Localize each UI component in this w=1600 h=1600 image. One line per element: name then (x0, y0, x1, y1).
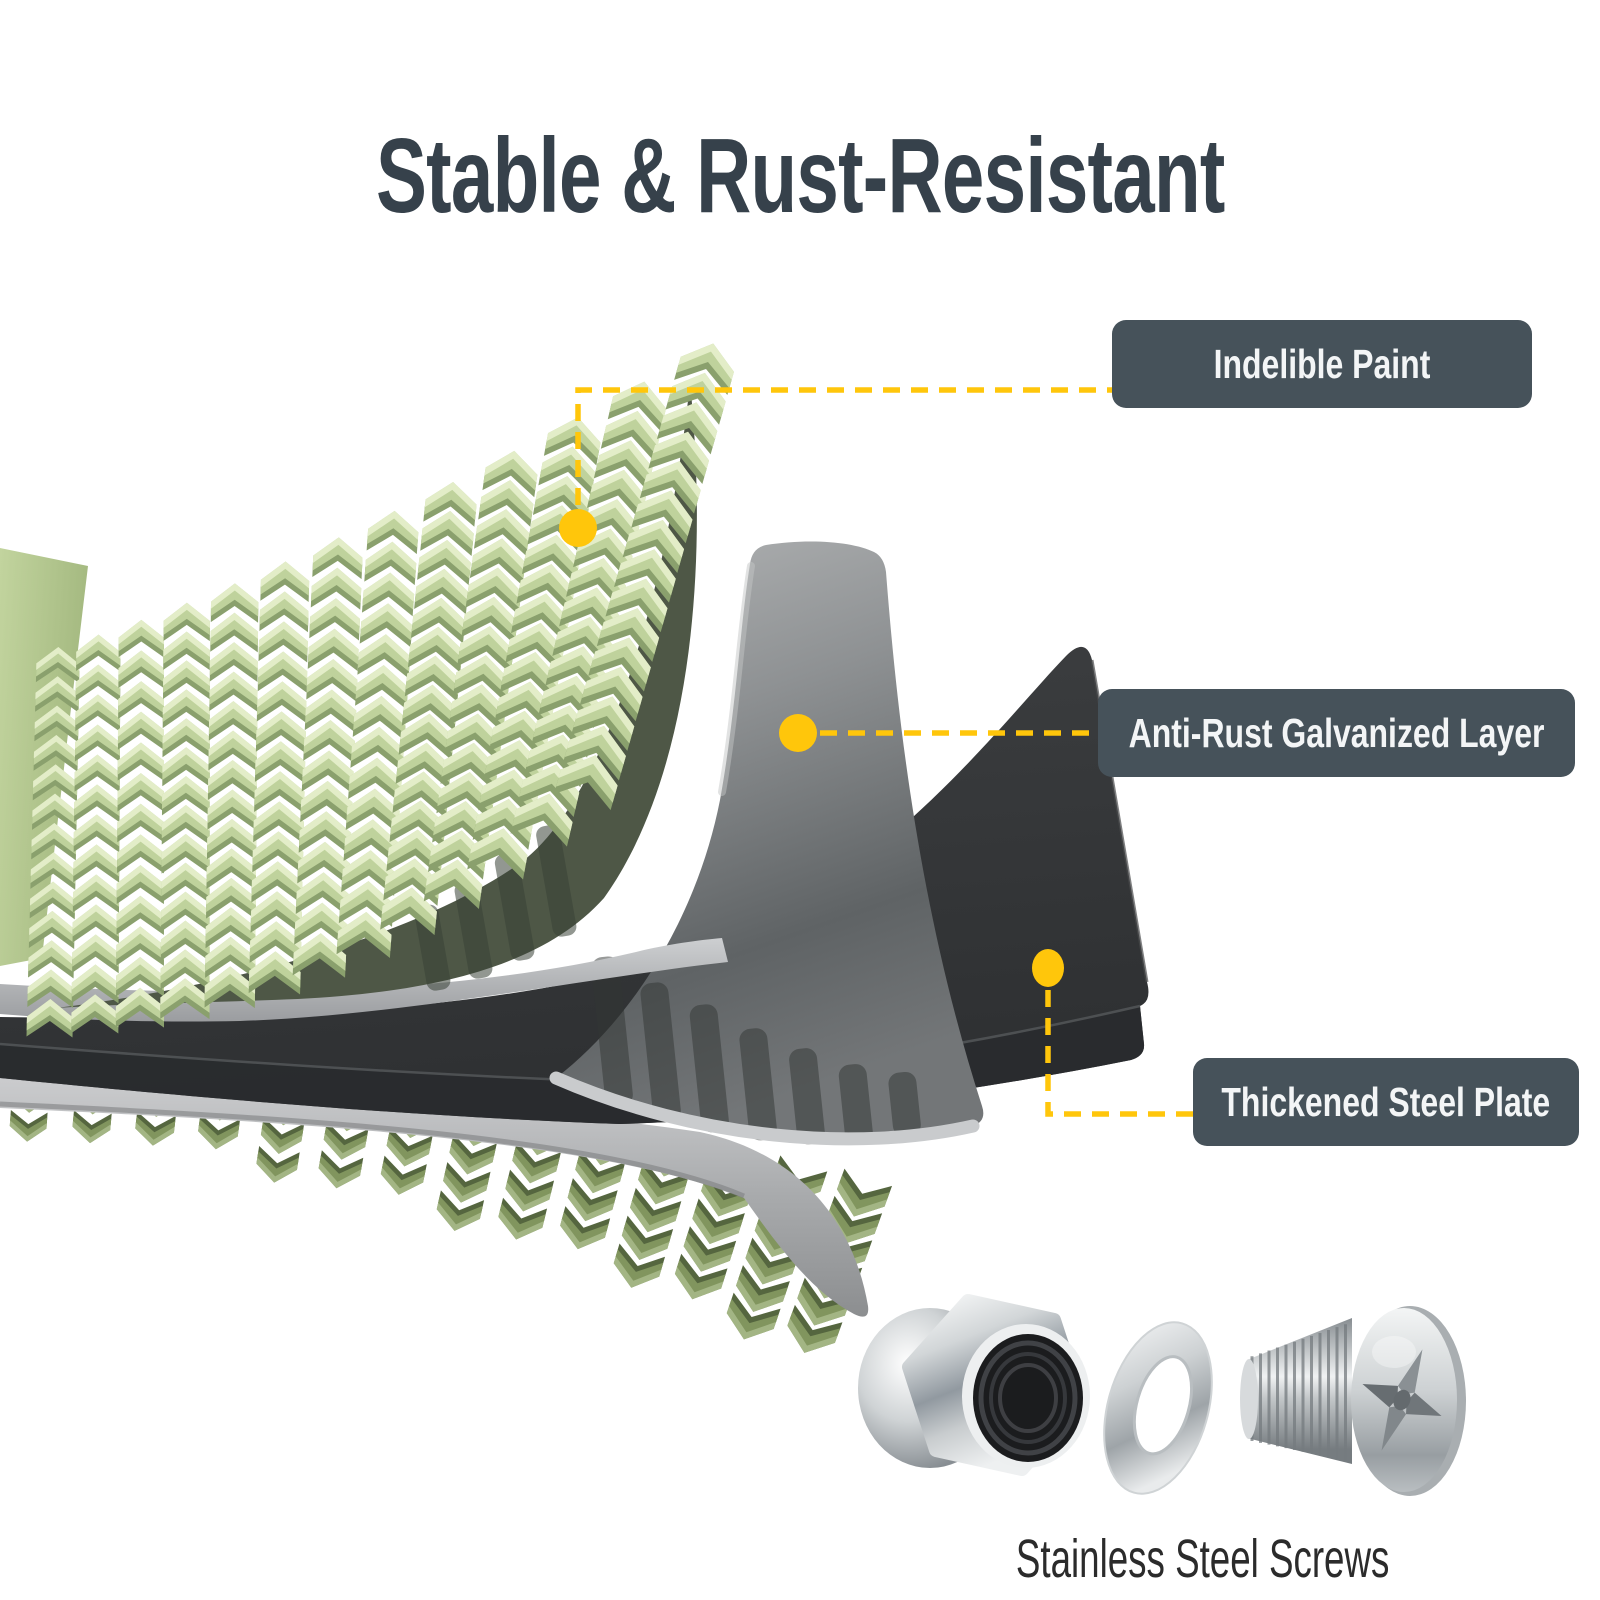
label-anti-rust-galvanized-layer: Anti-Rust Galvanized Layer (1098, 689, 1575, 777)
paint-layer-underside-shadow (56, 382, 697, 1008)
callout-galvanized-layer (779, 714, 1098, 752)
callout-dot-paint (559, 509, 597, 547)
screw-icon (1240, 1306, 1466, 1496)
paint-layer (26, 343, 734, 1038)
label-anti-rust-galvanized-layer-text: Anti-Rust Galvanized Layer (1128, 709, 1545, 756)
stud-reflections (591, 956, 921, 1145)
page-title: Stable & Rust-Resistant (375, 117, 1225, 236)
hex-nut-icon (858, 1294, 1090, 1476)
label-thickened-steel-plate: Thickened Steel Plate (1193, 1058, 1579, 1146)
callout-dot-galvanized (779, 714, 817, 752)
hardware-caption: Stainless Steel Screws (903, 1528, 1503, 1590)
callout-dot-steel (1032, 949, 1064, 987)
washer-icon (1103, 1321, 1213, 1495)
stainless-hardware (858, 1294, 1466, 1496)
callout-steel-plate (1032, 949, 1193, 1117)
galvanized-layer-underside (0, 1078, 869, 1317)
callout-indelible-paint (559, 387, 1112, 547)
label-indelible-paint: Indelible Paint (1112, 320, 1532, 408)
hardware-caption-text: Stainless Steel Screws (1016, 1529, 1390, 1589)
label-thickened-steel-plate-text: Thickened Steel Plate (1221, 1078, 1551, 1125)
galvanized-layer (0, 541, 984, 1146)
phillips-recess-icon (1362, 1349, 1442, 1451)
label-indelible-paint-text: Indelible Paint (1213, 340, 1431, 387)
